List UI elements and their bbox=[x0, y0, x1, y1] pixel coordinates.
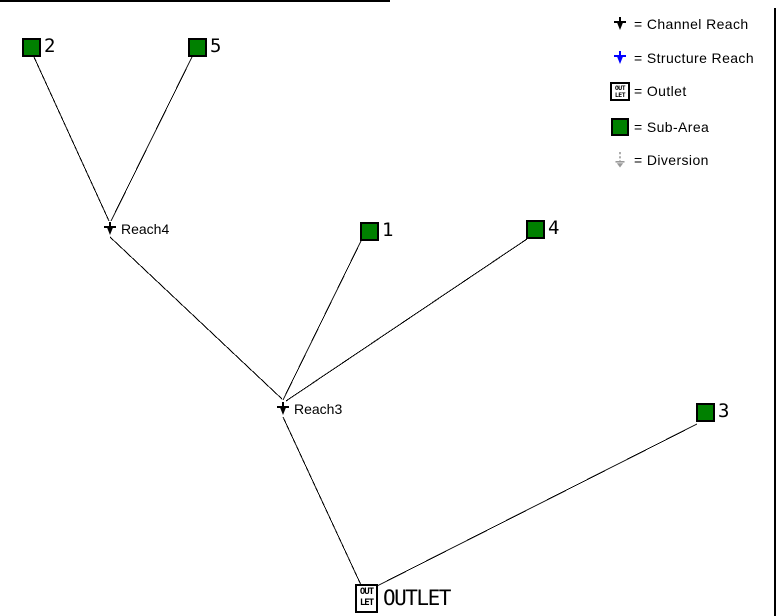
reach-connection-line bbox=[282, 416, 362, 586]
legend-label: = Outlet bbox=[634, 83, 687, 99]
outlet-icon-text-top: OUT bbox=[614, 83, 626, 92]
reach-connection-line bbox=[110, 56, 193, 222]
sub-area-label: 2 bbox=[44, 35, 55, 57]
sub-area-label: 1 bbox=[382, 219, 393, 241]
diversion-icon bbox=[606, 151, 634, 169]
edge-group bbox=[33, 56, 698, 587]
sub-area-node-3[interactable] bbox=[696, 403, 715, 422]
sub-area-node-4[interactable] bbox=[526, 220, 545, 239]
legend-item-structure-reach: = Structure Reach bbox=[606, 47, 754, 69]
reach-connection-line bbox=[33, 56, 110, 222]
reach-connection-line bbox=[109, 236, 283, 400]
channel-reach-arrow-icon[interactable] bbox=[103, 222, 117, 236]
reach-connection-line bbox=[282, 240, 362, 401]
reach-connection-line bbox=[376, 423, 698, 587]
channel-reach-arrow-icon bbox=[606, 17, 634, 31]
outlet-icon: OUT LET bbox=[606, 81, 634, 101]
legend-item-sub-area: = Sub-Area bbox=[606, 116, 709, 138]
legend-item-diversion: = Diversion bbox=[606, 149, 709, 171]
sub-area-node-5[interactable] bbox=[188, 38, 207, 57]
sub-area-node-2[interactable] bbox=[22, 38, 41, 57]
channel-reach-arrow-icon[interactable] bbox=[276, 402, 290, 416]
outlet-icon-text-top: OUT bbox=[359, 587, 374, 597]
structure-reach-arrow-icon bbox=[606, 51, 634, 65]
reach-label: Reach4 bbox=[121, 221, 170, 237]
outlet-label: OUTLET bbox=[383, 586, 451, 610]
legend-item-channel-reach: = Channel Reach bbox=[606, 13, 749, 35]
legend-label: = Channel Reach bbox=[634, 16, 749, 32]
legend-label: = Sub-Area bbox=[634, 119, 710, 135]
sub-area-label: 5 bbox=[210, 35, 221, 57]
legend-label: = Structure Reach bbox=[634, 50, 755, 66]
reach-connection-line bbox=[285, 238, 528, 402]
outlet-icon-text-bottom: LET bbox=[359, 598, 374, 608]
reach-label: Reach3 bbox=[294, 401, 343, 417]
outlet-icon[interactable]: OUT LET bbox=[355, 584, 378, 613]
sub-area-label: 3 bbox=[718, 400, 729, 422]
legend-label: = Diversion bbox=[634, 152, 709, 168]
outlet-icon-text-bottom: LET bbox=[614, 90, 626, 99]
sub-area-label: 4 bbox=[548, 217, 559, 239]
sub-area-icon bbox=[606, 118, 634, 136]
sub-area-node-1[interactable] bbox=[360, 222, 379, 241]
legend-item-outlet: OUT LET = Outlet bbox=[606, 80, 687, 102]
